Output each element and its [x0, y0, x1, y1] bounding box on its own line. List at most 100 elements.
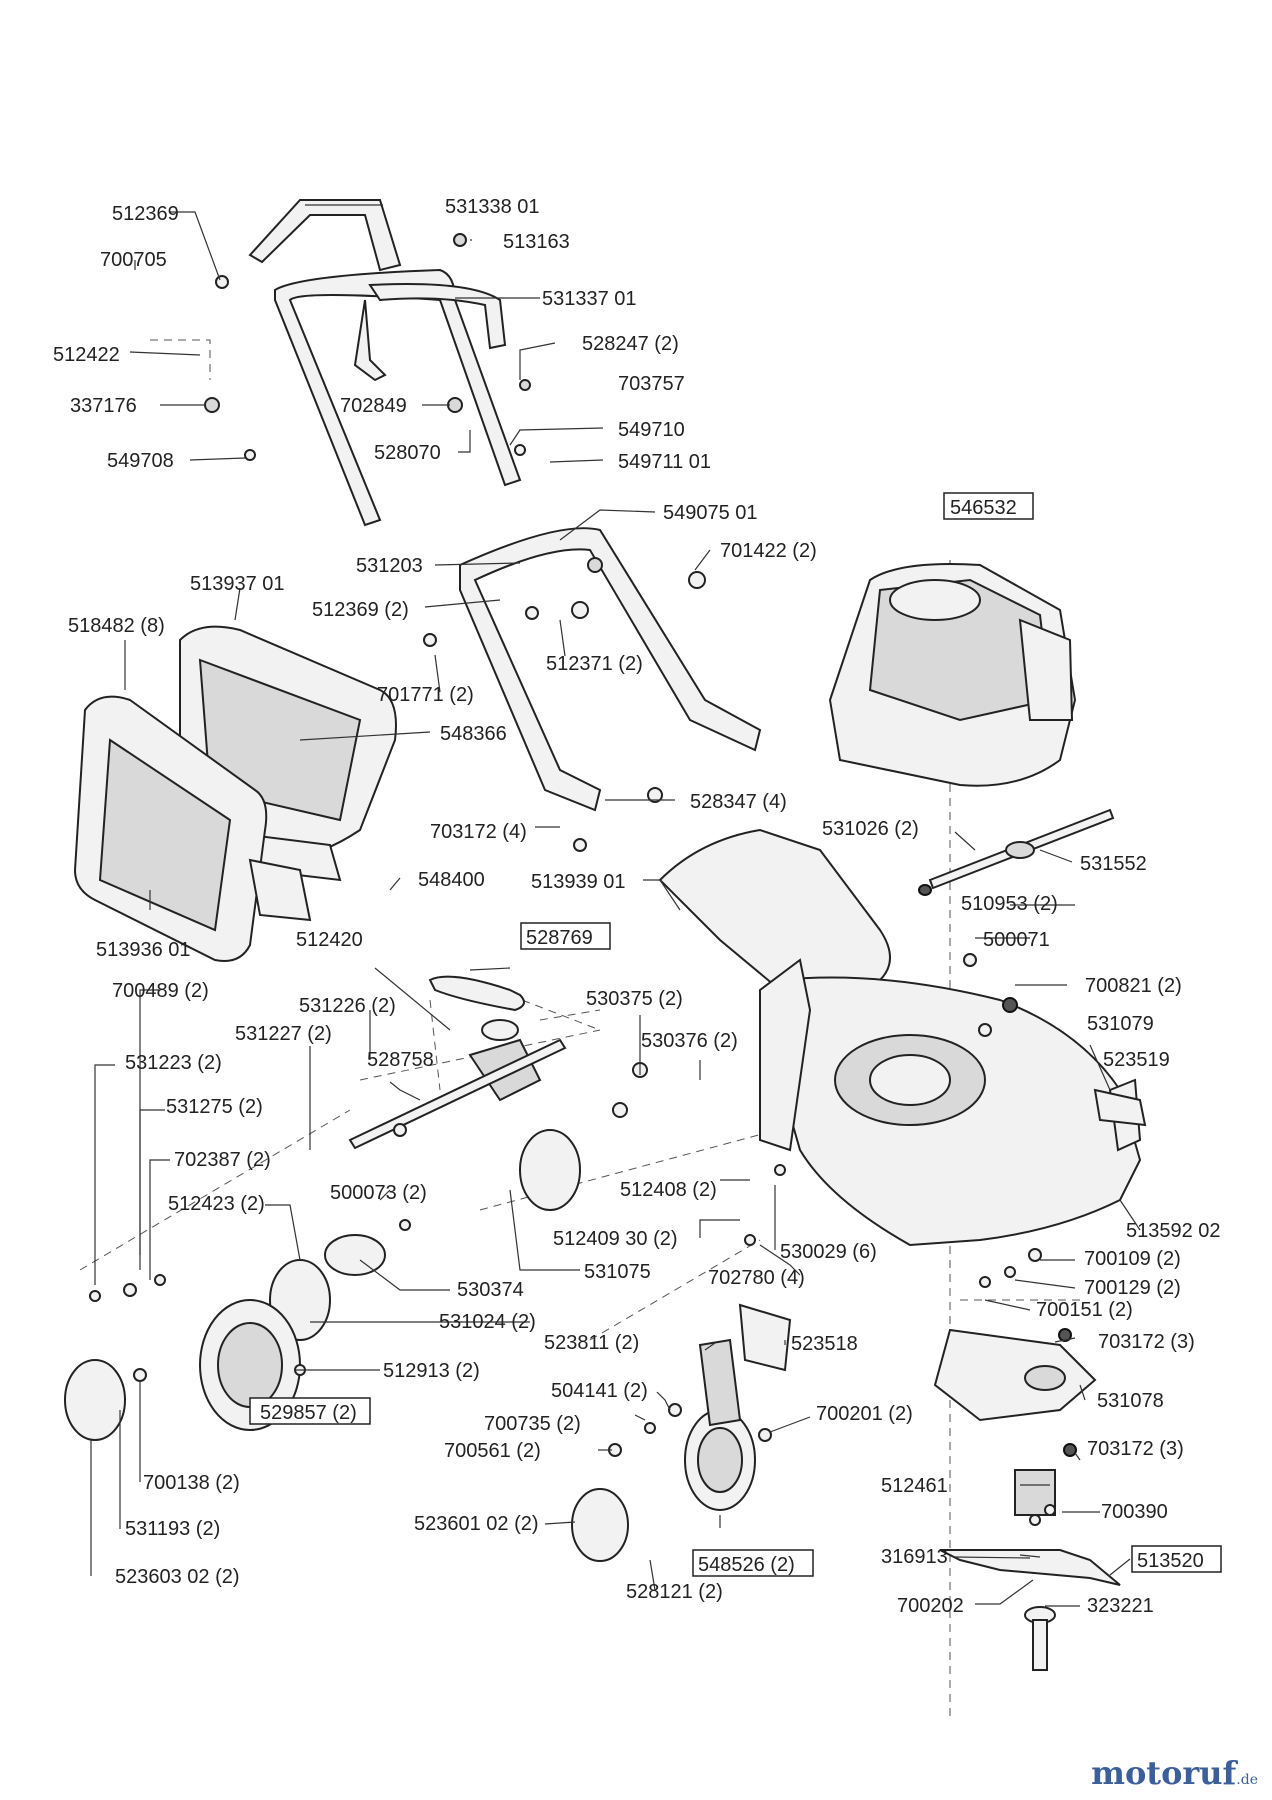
- label-531223: 531223 (2): [125, 1052, 222, 1074]
- height-adjust-brackets: [698, 1088, 1147, 1427]
- upper-handle: [248, 199, 522, 527]
- label-700489: 700489 (2): [112, 980, 209, 1002]
- label-531075: 531075: [584, 1261, 651, 1283]
- label-512369-2: 512369 (2): [312, 599, 409, 621]
- label-523518: 523518: [791, 1333, 858, 1355]
- label-523519: 523519: [1103, 1049, 1170, 1071]
- label-512408: 512408 (2): [620, 1179, 717, 1201]
- label-531552: 531552: [1080, 853, 1147, 875]
- label-523811: 523811 (2): [544, 1332, 639, 1354]
- label-513939-01: 513939 01: [531, 871, 626, 893]
- label-323221: 323221: [1087, 1595, 1154, 1617]
- gearbox: [348, 1019, 567, 1150]
- engine: [828, 563, 1077, 787]
- label-700138: 700138 (2): [143, 1472, 240, 1494]
- drive-belt: [428, 975, 525, 1012]
- label-512371: 512371 (2): [546, 653, 643, 675]
- label-531227: 531227 (2): [235, 1023, 332, 1045]
- label-512369: 512369: [112, 203, 179, 225]
- label-512420: 512420: [296, 929, 363, 951]
- label-316913: 316913: [881, 1546, 948, 1568]
- label-500073: 500073 (2): [330, 1182, 427, 1204]
- label-549710: 549710: [618, 419, 685, 441]
- label-700109: 700109 (2): [1084, 1248, 1181, 1270]
- label-528769: 528769: [526, 927, 593, 949]
- label-530376: 530376 (2): [641, 1030, 738, 1052]
- label-530029: 530029 (6): [780, 1241, 877, 1263]
- label-703172-3b: 703172 (3): [1087, 1438, 1184, 1460]
- label-700735: 700735 (2): [484, 1413, 581, 1435]
- label-549711-01: 549711 01: [618, 451, 711, 473]
- leader-lines: [90, 204, 1141, 1607]
- rear-wheel-assembly: [519, 1129, 756, 1562]
- label-700129: 700129 (2): [1084, 1277, 1181, 1299]
- label-528347: 528347 (4): [690, 791, 787, 813]
- label-702387: 702387 (2): [174, 1149, 271, 1171]
- label-703172-4: 703172 (4): [430, 821, 527, 843]
- label-531203: 531203: [356, 555, 423, 577]
- label-546532: 546532: [950, 497, 1017, 519]
- label-531078: 531078: [1097, 1390, 1164, 1412]
- label-337176: 337176: [70, 395, 137, 417]
- label-504141: 504141 (2): [551, 1380, 648, 1402]
- label-549075-01: 549075 01: [663, 502, 758, 524]
- label-513936-01: 513936 01: [96, 939, 191, 961]
- label-531193: 531193 (2): [125, 1518, 220, 1540]
- watermark-tld: .de: [1236, 1772, 1258, 1788]
- label-523601-02: 523601 02 (2): [414, 1513, 539, 1535]
- label-512409-30: 512409 30 (2): [553, 1228, 678, 1250]
- label-531275: 531275 (2): [166, 1096, 263, 1118]
- rear-axle-shaft: [918, 808, 1115, 896]
- label-701771: 701771 (2): [377, 684, 474, 706]
- label-531337-01: 531337 01: [542, 288, 637, 310]
- motoruf-watermark: motoruf.de: [1091, 1754, 1258, 1792]
- label-513592-02: 513592 02: [1126, 1220, 1221, 1242]
- label-513937-01: 513937 01: [190, 573, 285, 595]
- label-528758: 528758: [367, 1049, 434, 1071]
- label-512461: 512461: [881, 1475, 948, 1497]
- label-528121: 528121 (2): [626, 1581, 723, 1603]
- label-531079: 531079: [1087, 1013, 1154, 1035]
- rear-flap: [658, 828, 891, 1002]
- label-513520: 513520: [1137, 1550, 1204, 1572]
- watermark-brand: motoruf: [1091, 1754, 1237, 1792]
- label-530374: 530374: [457, 1279, 524, 1301]
- label-530375: 530375 (2): [586, 988, 683, 1010]
- label-512422: 512422: [53, 344, 120, 366]
- label-703172-3a: 703172 (3): [1098, 1331, 1195, 1353]
- label-531026: 531026 (2): [822, 818, 919, 840]
- label-548526: 548526 (2): [698, 1554, 795, 1576]
- label-510953: 510953 (2): [961, 893, 1058, 915]
- label-700201: 700201 (2): [816, 1403, 913, 1425]
- label-548366: 548366: [440, 723, 507, 745]
- label-703757: 703757: [618, 373, 685, 395]
- blade-assembly: [933, 1328, 1121, 1671]
- label-531024: 531024 (2): [439, 1311, 536, 1333]
- label-523603-02: 523603 02 (2): [115, 1566, 240, 1588]
- label-549708: 549708: [107, 450, 174, 472]
- label-500071: 500071: [983, 929, 1050, 951]
- label-700561: 700561 (2): [444, 1440, 541, 1462]
- mower-deck: [759, 958, 1142, 1247]
- label-548400: 548400: [418, 869, 485, 891]
- label-701422: 701422 (2): [720, 540, 817, 562]
- part-number-labels: 512369 531338 01 513163 700705 531337 01…: [53, 196, 1221, 1617]
- lower-handle: [459, 527, 762, 812]
- framed-label-boxes: [249, 492, 1222, 1577]
- label-513163: 513163: [503, 231, 570, 253]
- label-529857: 529857 (2): [260, 1402, 357, 1424]
- label-512423: 512423 (2): [168, 1193, 265, 1215]
- label-700202: 700202: [897, 1595, 964, 1617]
- label-531338-01: 531338 01: [445, 196, 540, 218]
- label-512913: 512913 (2): [383, 1360, 480, 1382]
- label-528247: 528247 (2): [582, 333, 679, 355]
- label-700390: 700390: [1101, 1501, 1168, 1523]
- grass-catcher-bag: [73, 695, 312, 962]
- label-700151: 700151 (2): [1036, 1299, 1133, 1321]
- label-518482: 518482 (8): [68, 615, 165, 637]
- label-528070: 528070: [374, 442, 441, 464]
- label-702780: 702780 (4): [708, 1267, 805, 1289]
- label-702849: 702849: [340, 395, 407, 417]
- label-700821: 700821 (2): [1085, 975, 1182, 997]
